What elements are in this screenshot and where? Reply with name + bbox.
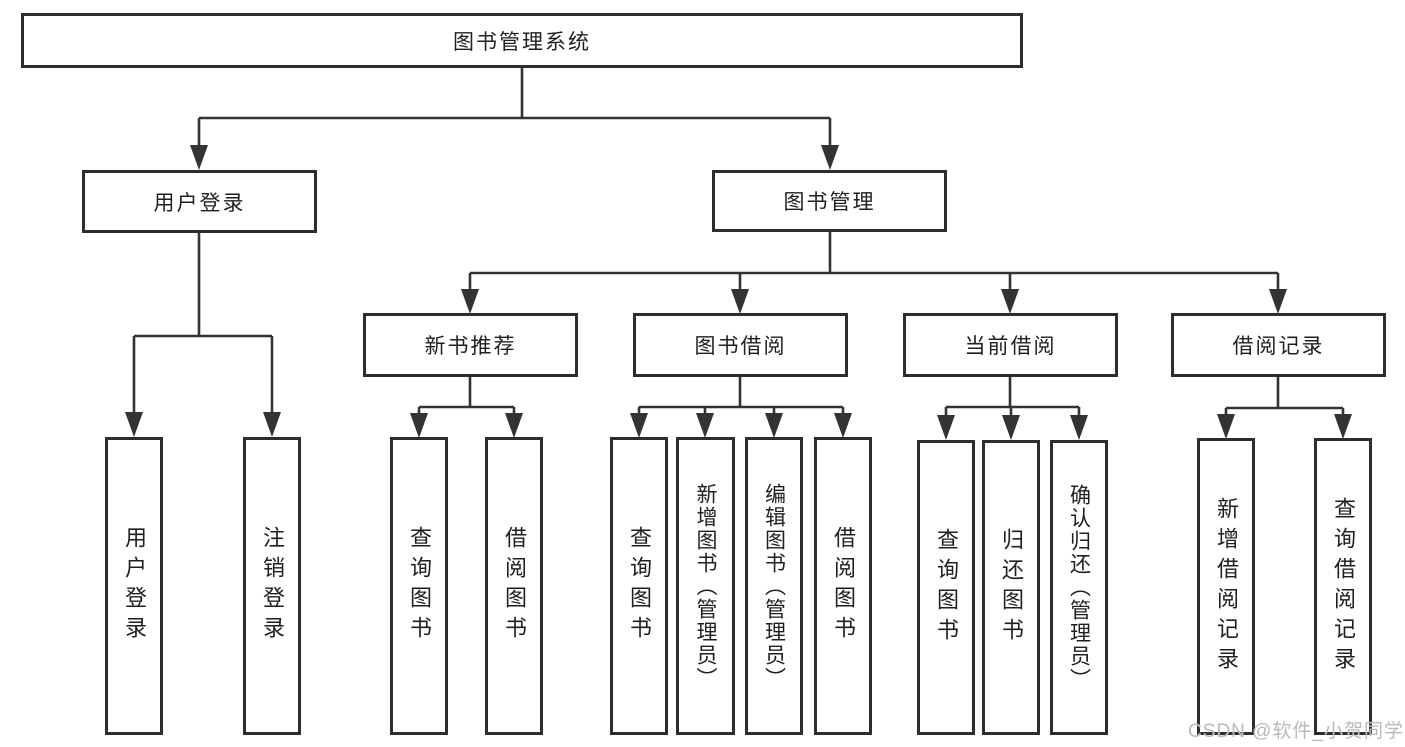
leaf-query-books-borrow-label: 查询图书 xyxy=(627,526,652,646)
leaf-confirm-return-admin-label: 确认归还（管理员） xyxy=(1067,484,1091,691)
leaf-query-books-recommend-label: 查询图书 xyxy=(407,526,432,646)
leaf-borrow-books-recommend: 借阅图书 xyxy=(485,437,543,735)
node-root: 图书管理系统 xyxy=(21,13,1023,68)
leaf-add-borrow-record: 新增借阅记录 xyxy=(1197,438,1255,735)
leaf-borrow-books-recommend-label: 借阅图书 xyxy=(502,526,527,646)
watermark: CSDN @软件_小贺同学 xyxy=(1188,721,1404,742)
leaf-borrow-books-label: 借阅图书 xyxy=(831,526,856,646)
node-new-book-recommend-label: 新书推荐 xyxy=(424,335,517,358)
leaf-edit-books-admin-label: 编辑图书（管理员） xyxy=(762,482,786,690)
node-user-login-label: 用户登录 xyxy=(153,191,246,215)
leaf-confirm-return-admin: 确认归还（管理员） xyxy=(1050,440,1108,735)
leaf-user-login-label: 用户登录 xyxy=(122,526,147,646)
leaf-edit-books-admin: 编辑图书（管理员） xyxy=(745,437,803,735)
leaf-return-books: 归还图书 xyxy=(982,440,1040,735)
leaf-query-books-current-label: 查询图书 xyxy=(934,527,959,648)
leaf-add-borrow-record-label: 新增借阅记录 xyxy=(1214,496,1239,677)
leaf-add-books-admin: 新增图书（管理员） xyxy=(676,437,735,735)
leaf-query-books-recommend: 查询图书 xyxy=(390,437,448,735)
node-book-borrow: 图书借阅 xyxy=(633,313,848,377)
leaf-borrow-books: 借阅图书 xyxy=(814,437,872,735)
leaf-query-books-borrow: 查询图书 xyxy=(610,437,668,735)
node-current-borrow: 当前借阅 xyxy=(903,313,1118,377)
leaf-query-borrow-record-label: 查询借阅记录 xyxy=(1331,496,1356,677)
leaf-query-books-current: 查询图书 xyxy=(917,440,975,735)
leaf-query-borrow-record: 查询借阅记录 xyxy=(1314,438,1372,735)
node-new-book-recommend: 新书推荐 xyxy=(363,313,578,377)
node-current-borrow-label: 当前借阅 xyxy=(964,335,1057,358)
leaf-logout-label: 注销登录 xyxy=(260,526,285,646)
node-book-management-label: 图书管理 xyxy=(783,191,876,214)
node-book-management: 图书管理 xyxy=(712,170,947,232)
node-root-label: 图书管理系统 xyxy=(453,30,591,54)
node-user-login: 用户登录 xyxy=(82,170,317,233)
node-book-borrow-label: 图书借阅 xyxy=(694,335,787,358)
node-borrow-records: 借阅记录 xyxy=(1171,313,1386,377)
node-borrow-records-label: 借阅记录 xyxy=(1232,335,1325,358)
leaf-logout: 注销登录 xyxy=(243,437,301,735)
leaf-user-login: 用户登录 xyxy=(105,437,163,735)
leaf-return-books-label: 归还图书 xyxy=(999,527,1024,648)
leaf-add-books-admin-label: 新增图书（管理员） xyxy=(694,482,717,690)
